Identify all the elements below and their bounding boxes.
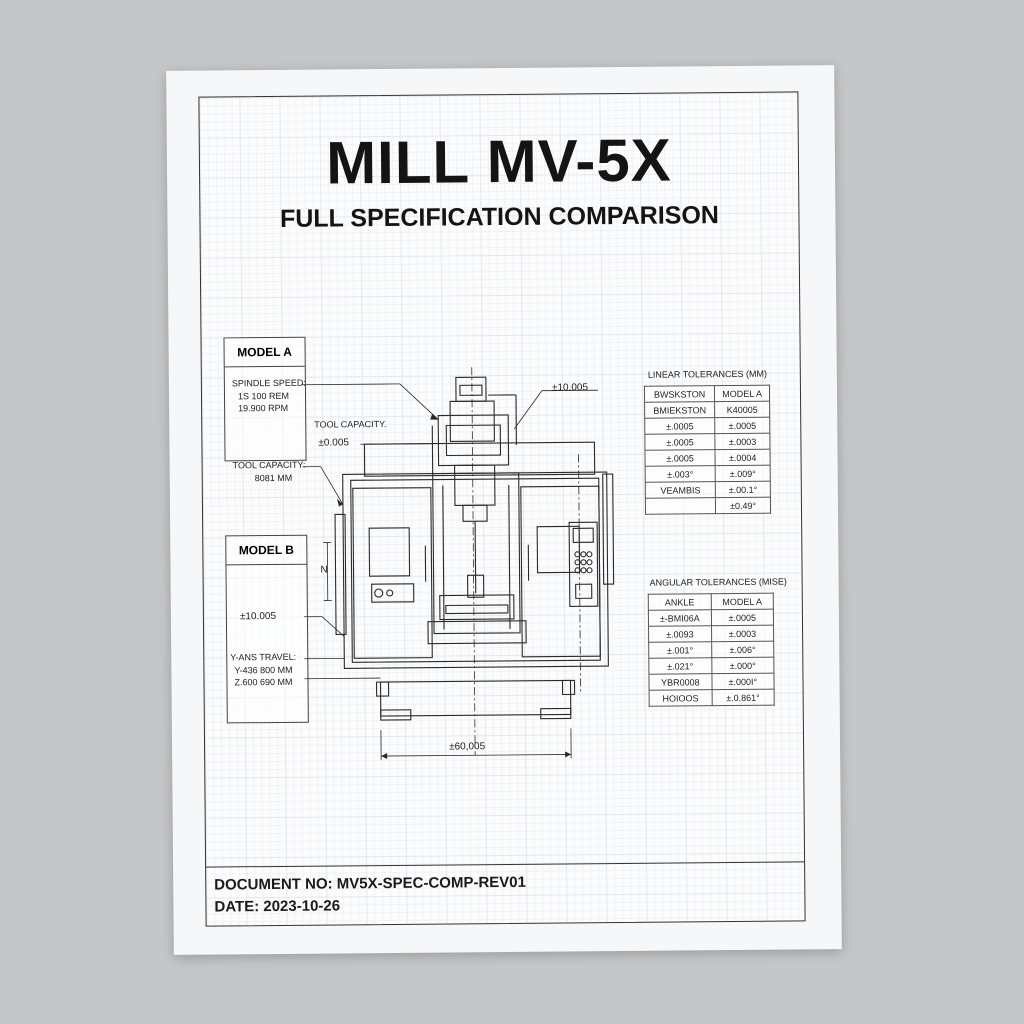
linear-table-title: LINEAR TOLERANCES (MM): [647, 368, 768, 380]
table-cell: ±.006°: [711, 641, 774, 658]
table-cell: ±-BMI06A: [648, 609, 712, 627]
table-row: ±.0093±.0003: [648, 625, 774, 643]
table-cell: ±.021°: [648, 657, 712, 675]
table-cell: ±0.49°: [715, 497, 771, 514]
document-date: DATE: 2023-10-26: [214, 897, 341, 916]
angular-table-title: ANGULAR TOLERANCES (MISE): [649, 576, 787, 588]
angular-tolerances-table: ANKLE MODEL A ±-BMI06A±.0005 ±.0093±.000…: [647, 592, 775, 707]
table-cell: ±.009°: [715, 465, 771, 482]
table-cell: ±.00.1°: [715, 481, 771, 498]
title-block: DOCUMENT NO: MV5X-SPEC-COMP-REV01 DATE: …: [206, 861, 805, 926]
table-cell: ±.000°: [711, 657, 774, 674]
table-header-cell: MODEL A: [714, 385, 770, 402]
mill-machine-drawing: [301, 367, 615, 761]
table-row: YBR0008±.000I°: [648, 673, 775, 691]
table-row: HOIOOS±.0.861°: [649, 689, 775, 707]
document-number: DOCUMENT NO: MV5X-SPEC-COMP-REV01: [214, 873, 527, 894]
table-header-cell: BWSKSTON: [644, 385, 715, 403]
table-row: ±.003°±.009°: [645, 465, 771, 483]
table-cell: HOIOOS: [649, 689, 712, 707]
table-cell: K40005: [714, 401, 770, 418]
table-cell: ±.0005: [644, 417, 716, 435]
drawing-frame: MILL MV-5X FULL SPECIFICATION COMPARISON…: [198, 91, 806, 927]
table-cell: ±.0005: [644, 449, 716, 467]
table-row: ±.0005±.0004: [644, 449, 771, 467]
table-row: ±-BMI06A±.0005: [648, 609, 774, 627]
table-row: ±.001°±.006°: [648, 641, 774, 659]
table-cell: ±.0.861°: [711, 689, 775, 706]
spec-sheet: MILL MV-5X FULL SPECIFICATION COMPARISON…: [166, 65, 842, 955]
table-cell: ±.0005: [644, 433, 716, 451]
table-cell: VEAMBIS: [645, 481, 716, 499]
table-row: VEAMBIS±.00.1°: [645, 481, 771, 499]
table-cell: ±.0093: [648, 625, 712, 643]
table-cell: ±.001°: [648, 641, 712, 659]
table-cell: ±.0005: [711, 609, 774, 626]
table-header-cell: ANKLE: [648, 593, 712, 611]
table-cell: ±.0003: [711, 625, 774, 642]
table-cell: ±.0004: [715, 449, 771, 466]
table-cell: YBR0008: [648, 673, 712, 691]
table-header-row: ANKLE MODEL A: [648, 593, 774, 611]
table-header-row: BWSKSTON MODEL A: [644, 385, 770, 403]
table-cell: ±.0003: [715, 433, 770, 450]
table-cell: BMIEKSTON: [644, 401, 715, 419]
table-row: ±.0005±.0003: [644, 433, 770, 451]
table-cell: ±.000I°: [711, 673, 775, 690]
table-header-cell: MODEL A: [710, 593, 774, 610]
table-row: ±.021°±.000°: [648, 657, 774, 675]
table-row: ±.0005±.0005: [644, 417, 770, 435]
table-cell: ±.003°: [645, 465, 716, 483]
table-row: ±0.49°: [645, 497, 771, 515]
table-cell: [645, 497, 716, 515]
table-cell: ±.0005: [714, 417, 770, 434]
